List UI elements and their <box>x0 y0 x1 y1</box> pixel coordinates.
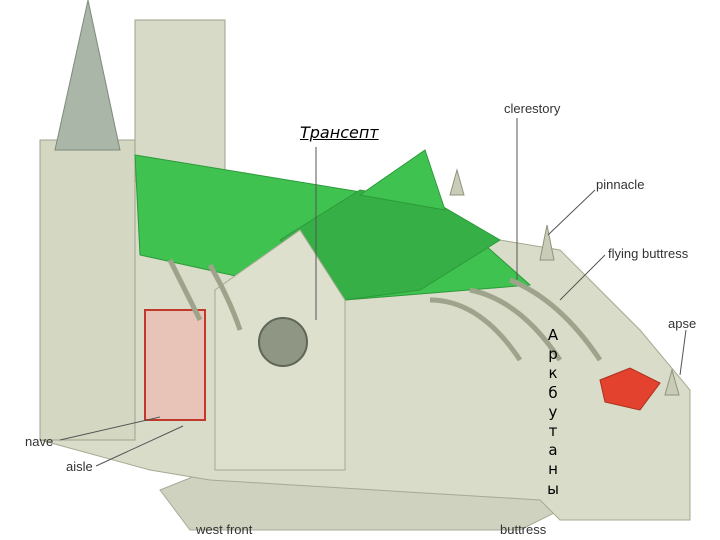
transept-roof-peak <box>358 149 446 211</box>
annotation-arkbutany: Аркбутаны <box>547 326 559 498</box>
label-west-front: west front <box>196 522 253 537</box>
pinnacle-2 <box>449 168 465 196</box>
apse-roof <box>599 367 661 411</box>
nave-cutaway <box>144 309 206 421</box>
annotation-transept: Трансепт <box>300 123 379 142</box>
leader-lines <box>59 118 687 467</box>
label-pinnacle: pinnacle <box>596 177 645 192</box>
label-flying-buttress: flying buttress <box>608 246 689 261</box>
label-nave: nave <box>25 434 54 449</box>
rose-window <box>258 317 308 367</box>
pinnacle-1 <box>539 224 555 261</box>
right-tower <box>134 19 226 181</box>
label-aisle: aisle <box>66 459 93 474</box>
left-spire <box>54 0 121 151</box>
label-clerestory: clerestory <box>504 101 561 116</box>
pinnacle-3 <box>664 368 680 396</box>
label-apse: apse <box>668 316 697 331</box>
left-tower <box>39 139 136 441</box>
flying-buttresses <box>167 258 603 362</box>
label-buttress: buttress <box>500 522 547 537</box>
